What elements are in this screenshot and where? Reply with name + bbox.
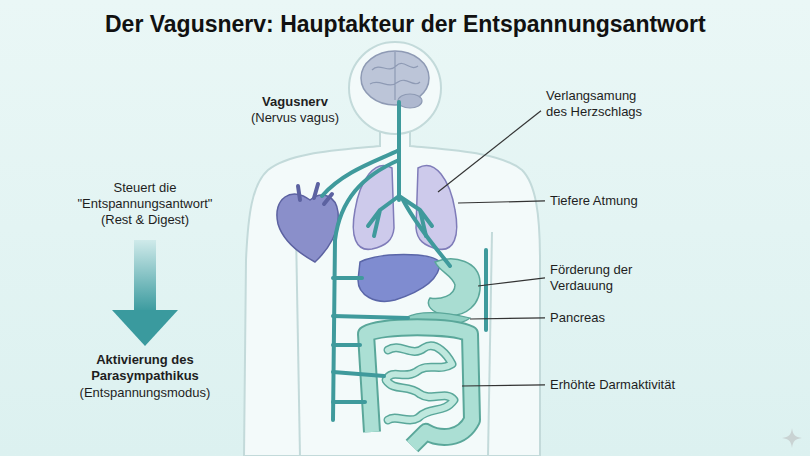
leader-line bbox=[470, 318, 545, 319]
diagram-title: Der Vagusnerv: Hauptakteur der Entspannu… bbox=[105, 10, 706, 38]
large-intestine-outline bbox=[366, 327, 472, 446]
large-intestine bbox=[366, 327, 472, 446]
nerve-latin-label: (Nervus vagus) bbox=[240, 110, 350, 126]
flow-arrow-head bbox=[112, 310, 178, 346]
right-lung bbox=[416, 166, 457, 250]
leader-line bbox=[478, 278, 545, 286]
heart-vessels bbox=[298, 184, 332, 204]
small-intestine-outline bbox=[386, 346, 454, 420]
function-label: Steuert die "Entspannungsantwort" (Rest … bbox=[65, 180, 225, 228]
leader-line bbox=[438, 111, 541, 192]
effect-label: Tiefere Atmung bbox=[550, 193, 638, 209]
flow-arrow-shaft bbox=[134, 240, 156, 312]
body-silhouette bbox=[244, 128, 540, 456]
nerve-label: Vagusnerv bbox=[240, 94, 350, 110]
result-sub-label: (Entspannungsmodus) bbox=[65, 385, 225, 401]
effect-label: Förderung der Verdauung bbox=[550, 262, 665, 294]
stomach bbox=[428, 259, 480, 315]
vagus-nerve bbox=[322, 102, 486, 420]
heart bbox=[277, 194, 338, 262]
head bbox=[349, 42, 441, 134]
leader-line bbox=[458, 201, 545, 203]
effect-label: Erhöhte Darmaktivität bbox=[550, 377, 675, 393]
sparkle-icon bbox=[782, 428, 802, 448]
cerebellum bbox=[398, 94, 422, 108]
organ-label: Pancreas bbox=[550, 310, 605, 326]
leader-line bbox=[462, 385, 545, 386]
liver bbox=[358, 255, 440, 302]
arm-line bbox=[488, 232, 492, 456]
brain-folds bbox=[370, 52, 420, 100]
effect-label: Verlangsamung des Herzschlags bbox=[546, 88, 656, 120]
small-intestine bbox=[386, 346, 454, 420]
arm-line bbox=[296, 232, 300, 456]
result-label: Aktivierung des Parasympathikus bbox=[65, 352, 225, 384]
